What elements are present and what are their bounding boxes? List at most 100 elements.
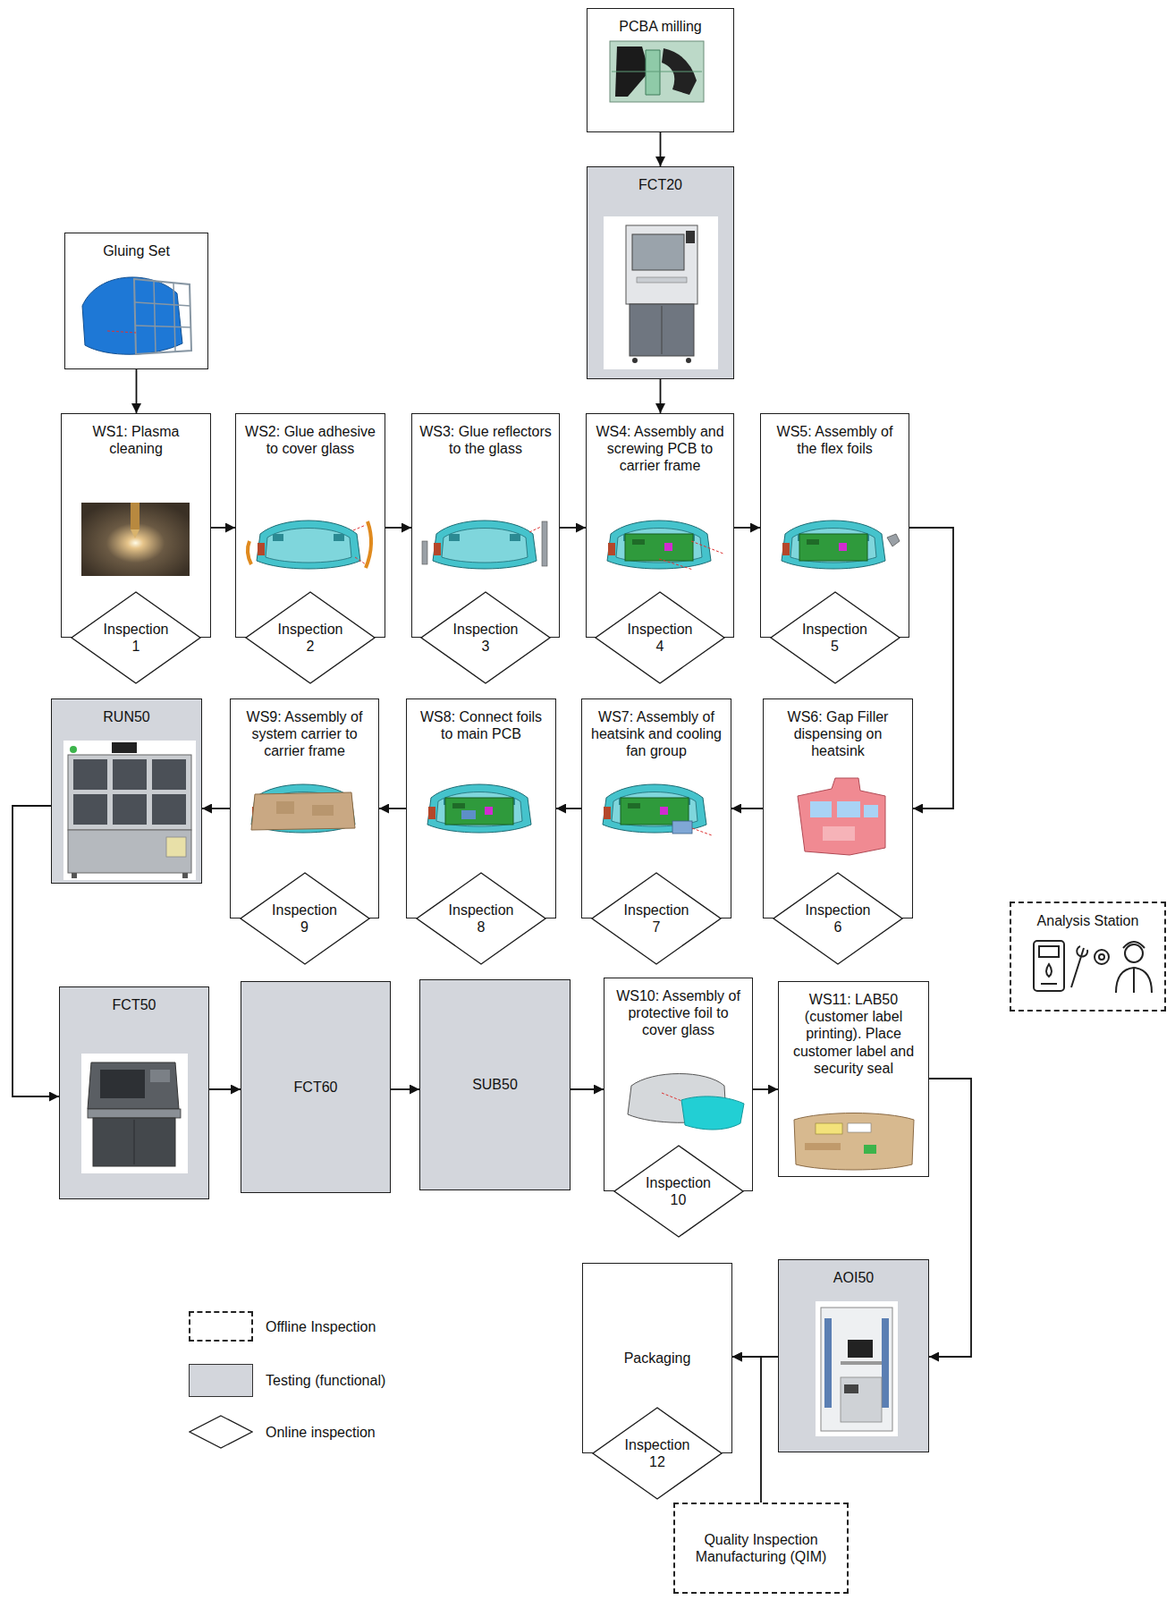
run-in-machine-picture bbox=[112, 759, 147, 790]
cluster-picture bbox=[781, 520, 900, 569]
run-in-machine-picture bbox=[152, 759, 186, 790]
flow-arrow bbox=[909, 527, 954, 809]
analysis-icons bbox=[1039, 946, 1059, 957]
diamond-outline bbox=[591, 871, 722, 965]
analysis-icons bbox=[1123, 941, 1145, 948]
diamond-outline bbox=[245, 591, 376, 685]
gluing-set-picture bbox=[134, 278, 192, 355]
analysis-icons bbox=[1033, 940, 1065, 991]
flow-arrow bbox=[202, 807, 230, 810]
test-machine-picture bbox=[629, 304, 694, 356]
legend-swatch bbox=[188, 1414, 254, 1449]
cluster-picture bbox=[620, 797, 689, 825]
run-in-machine-picture bbox=[152, 794, 186, 825]
test-station-box: FCT20 bbox=[586, 166, 735, 380]
cluster-picture bbox=[529, 526, 542, 533]
label-board-picture bbox=[863, 1144, 877, 1154]
pcba-picture bbox=[611, 71, 702, 73]
run-in-machine-picture bbox=[166, 836, 186, 857]
workstation-box: WS3: Glue reflectors to the glassInspect… bbox=[411, 413, 560, 638]
process-box: PCBA milling bbox=[586, 8, 735, 133]
node-label: AOI50 bbox=[833, 1268, 874, 1286]
test-station-box: FCT60 bbox=[240, 980, 391, 1193]
legend-label: Offline Inspection bbox=[265, 1318, 376, 1336]
diamond-outline bbox=[416, 872, 546, 964]
aoi-machine-picture bbox=[815, 1301, 898, 1437]
flow-arrow bbox=[12, 805, 60, 1097]
legend-diamond bbox=[188, 1414, 254, 1449]
gluing-set-picture bbox=[173, 282, 176, 352]
node-label: FCT50 bbox=[112, 996, 157, 1014]
cluster-picture bbox=[602, 784, 707, 833]
diamond-outline bbox=[420, 591, 551, 685]
test-machine-picture bbox=[92, 1117, 176, 1167]
aoi-machine-picture bbox=[881, 1318, 889, 1408]
test-station-fill bbox=[59, 986, 210, 1200]
test-machine-picture bbox=[632, 357, 638, 364]
inspection-label: Inspection 8 bbox=[448, 901, 515, 936]
inspection-label: Inspection 7 bbox=[624, 901, 690, 936]
test-machine-picture bbox=[625, 225, 698, 305]
gluing-set-picture bbox=[107, 330, 136, 333]
analysis-icons bbox=[1132, 967, 1135, 993]
flow-arrow bbox=[752, 1088, 778, 1091]
node-label: WS1: Plasma cleaning bbox=[68, 422, 203, 457]
protective-foil-picture bbox=[681, 1096, 744, 1130]
legend-swatch bbox=[188, 1363, 254, 1397]
workstation-box: WS5: Assembly of the flex foilsInspectio… bbox=[760, 413, 910, 638]
heatsink-picture bbox=[836, 801, 861, 818]
test-machine-picture bbox=[87, 1108, 181, 1118]
workstation-box: WS8: Connect foils to main PCBInspection… bbox=[405, 698, 557, 919]
cluster-picture bbox=[251, 792, 356, 830]
inspection-label: Inspection 3 bbox=[453, 620, 519, 655]
inspection-diamond: Inspection 6 bbox=[772, 871, 904, 965]
flow-arrow bbox=[135, 369, 138, 414]
cluster-picture bbox=[422, 541, 428, 565]
flow-arrow bbox=[390, 1088, 420, 1091]
inspection-label: Inspection 9 bbox=[271, 901, 338, 936]
inspection-label: Inspection 5 bbox=[802, 620, 868, 655]
inspection-diamond: Inspection 12 bbox=[591, 1406, 723, 1500]
inspection-label: Inspection 1 bbox=[103, 620, 170, 655]
label-board-picture bbox=[815, 1123, 843, 1134]
test-machine-picture bbox=[81, 1053, 188, 1174]
flow-arrow bbox=[556, 807, 582, 810]
diamond-outline bbox=[240, 872, 370, 964]
heatsink-picture bbox=[810, 801, 832, 818]
aoi-machine-picture bbox=[815, 1301, 898, 1437]
gluing-set-picture bbox=[135, 325, 191, 328]
flow-arrow bbox=[659, 379, 662, 414]
workstation-box: WS6: Gap Filler dispensing on heatsinkIn… bbox=[762, 698, 913, 919]
inspection-diamond: Inspection 3 bbox=[420, 591, 551, 685]
cluster-picture bbox=[781, 520, 886, 569]
diamond-outline bbox=[592, 1407, 722, 1499]
test-station-box: RUN50 bbox=[50, 698, 203, 884]
node-label: FCT60 bbox=[294, 1078, 339, 1096]
test-station-box: AOI50 bbox=[777, 1259, 930, 1453]
diamond-outline bbox=[594, 591, 726, 685]
cluster-picture bbox=[276, 801, 295, 814]
analysis-icons bbox=[1046, 963, 1052, 977]
offline-inspection-box: Analysis Station bbox=[1009, 901, 1167, 1012]
diamond-outline bbox=[769, 591, 901, 685]
flow-arrow bbox=[734, 526, 761, 529]
flow-arrow bbox=[211, 526, 236, 529]
node-label: WS7: Assembly of heatsink and cooling fa… bbox=[589, 708, 724, 761]
workstation-box: WS4: Assembly and screwing PCB to carrie… bbox=[585, 413, 735, 638]
node-label: WS2: Glue adhesive to cover glass bbox=[243, 422, 378, 457]
run-in-machine-picture bbox=[112, 794, 147, 825]
cluster-picture bbox=[247, 520, 372, 569]
test-machine-picture bbox=[685, 357, 692, 364]
aoi-machine-picture bbox=[824, 1318, 832, 1408]
diamond-outline bbox=[770, 591, 900, 684]
cluster-picture bbox=[602, 784, 712, 836]
cluster-picture bbox=[432, 520, 537, 569]
node-label: Analysis Station bbox=[1037, 912, 1140, 930]
cluster-picture bbox=[427, 784, 532, 833]
gluing-set-picture bbox=[82, 277, 192, 355]
inspection-label: Inspection 6 bbox=[805, 901, 871, 936]
inspection-label: Inspection 4 bbox=[627, 620, 694, 655]
test-station-fill bbox=[50, 698, 203, 884]
